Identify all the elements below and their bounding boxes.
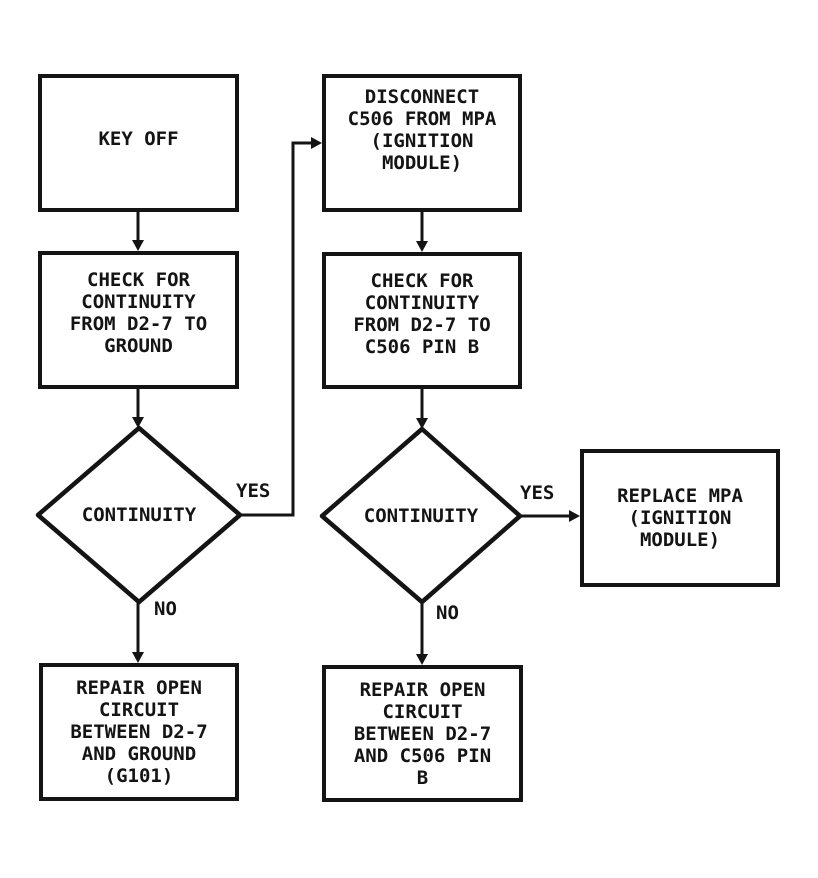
node-label-line: AND GROUND — [81, 743, 197, 765]
connector-diamond2-no-to-repair — [416, 602, 428, 665]
connector-check-to-diamond-1 — [132, 389, 144, 428]
node-label-line: FROM D2-7 TO — [69, 313, 208, 335]
connector-diamond2-yes-to-replace — [520, 510, 580, 522]
node-label-line: GROUND — [104, 335, 173, 357]
edge-label-no-1: NO — [154, 598, 177, 620]
edge-label-yes-2: YES — [520, 482, 555, 504]
node-label-line: MODULE) — [381, 152, 463, 174]
edge-label-no-2: NO — [436, 602, 459, 624]
connector-check-to-diamond-2 — [416, 389, 428, 429]
node-label-line: MODULE) — [639, 529, 721, 551]
node-label-line: REPAIR OPEN — [359, 678, 486, 701]
node-label-line: B — [416, 766, 429, 789]
node-label-line: (G101) — [104, 765, 174, 787]
node-label-line: CONTINUITY — [81, 291, 196, 313]
node-label-line: (IGNITION — [370, 130, 474, 152]
node-label-line: CHECK FOR — [370, 269, 474, 292]
node-disconnect-c506: DISCONNECT C506 FROM MPA (IGNITION MODUL… — [322, 74, 522, 212]
connector-diamond1-no-to-repair — [132, 602, 144, 663]
node-label-line: KEY OFF — [98, 128, 179, 150]
connector-diamond1-yes-to-disconnect — [240, 137, 322, 517]
node-label-line: C506 PIN B — [364, 335, 480, 358]
node-replace-mpa: REPLACE MPA (IGNITION MODULE) — [580, 449, 780, 587]
connector-keyoff-to-check — [132, 212, 144, 251]
node-label-line: FROM D2-7 TO — [353, 313, 491, 336]
node-label-line: (IGNITION — [628, 507, 732, 529]
node-label-line: AND C506 PIN — [353, 744, 492, 767]
node-label-line: BETWEEN D2-7 — [70, 721, 208, 743]
node-label-line: REPAIR OPEN — [76, 677, 202, 699]
node-key-off: KEY OFF — [38, 74, 239, 212]
decision-diamond-continuity-1 — [35, 425, 243, 605]
node-repair-open-circuit-c506: REPAIR OPEN CIRCUIT BETWEEN D2-7 AND C50… — [322, 665, 523, 802]
node-label-line: CIRCUIT — [98, 699, 180, 721]
node-label-line: BETWEEN D2-7 — [353, 722, 492, 745]
decision-diamond-continuity-2 — [319, 426, 523, 605]
node-label-line: CONTINUITY — [364, 291, 480, 314]
node-label-line: C506 FROM MPA — [347, 108, 497, 130]
node-label-line: CHECK FOR — [87, 269, 190, 291]
node-repair-open-circuit-ground: REPAIR OPEN CIRCUIT BETWEEN D2-7 AND GRO… — [39, 663, 239, 801]
node-check-continuity-c506: CHECK FOR CONTINUITY FROM D2-7 TO C506 P… — [322, 252, 522, 389]
node-label-line: DISCONNECT — [364, 86, 480, 108]
node-check-continuity-ground: CHECK FOR CONTINUITY FROM D2-7 TO GROUND — [38, 251, 239, 389]
connector-disconnect-to-check — [416, 212, 428, 252]
node-label-line: CIRCUIT — [382, 700, 463, 723]
edge-label-yes-1: YES — [236, 480, 271, 502]
node-label-line: REPLACE MPA — [617, 485, 743, 507]
